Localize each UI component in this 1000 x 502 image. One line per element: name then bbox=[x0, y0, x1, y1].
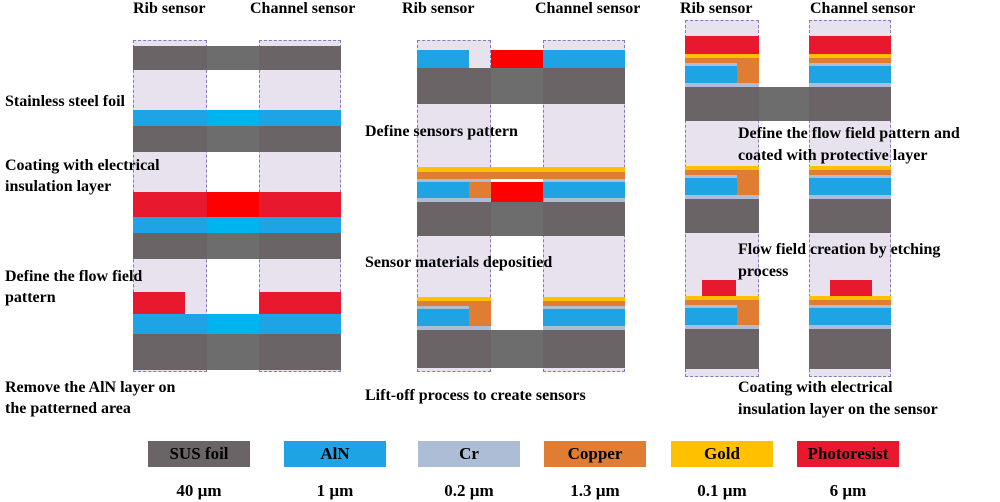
step-label-flow-field-2: pattern bbox=[5, 289, 56, 306]
step-label-sensor-insulation-1: Coating with electrical bbox=[738, 379, 893, 396]
step-label-aln-coating-1: Coating with electrical bbox=[5, 157, 160, 174]
step-label-remove-aln-2: the patterned area bbox=[5, 400, 131, 417]
legend-thickness-copper: 1.3 µm bbox=[570, 481, 620, 500]
rib-sensor-header-col3: Rib sensor bbox=[680, 0, 753, 17]
legend-label-sus: SUS foil bbox=[169, 444, 229, 463]
step-label-protective-2: coated with protective layer bbox=[738, 147, 928, 164]
rib-sensor-header-col2: Rib sensor bbox=[402, 0, 475, 17]
legend-thickness-photoresist: 6 µm bbox=[829, 481, 867, 500]
legend-label-photoresist: Photoresist bbox=[807, 444, 889, 463]
step-label-stainless-foil: Stainless steel foil bbox=[5, 93, 125, 110]
legend-swatch-cr: Cr bbox=[418, 441, 520, 467]
channel-sensor-header-col3: Channel sensor bbox=[810, 0, 916, 17]
step-label-deposited: Sensor materials depositied bbox=[365, 254, 553, 271]
step-label-protective-1: Define the flow field pattern and bbox=[738, 125, 960, 142]
legend-thickness-cr: 0.2 µm bbox=[444, 481, 494, 500]
step-label-aln-coating-2: insulation layer bbox=[5, 178, 112, 195]
legend-thickness-aln: 1 µm bbox=[316, 481, 354, 500]
legend-swatch-sus: SUS foil bbox=[148, 441, 250, 467]
step-label-flow-field-1: Define the flow field bbox=[5, 268, 143, 285]
step-label-sensor-insulation-2: insulation layer on the sensor bbox=[738, 401, 938, 418]
step-label-remove-aln-1: Remove the AlN layer on bbox=[5, 379, 176, 396]
step-label-sensor-pattern: Define sensors pattern bbox=[365, 123, 518, 140]
legend-label-copper: Copper bbox=[567, 444, 623, 463]
legend-label-cr: Cr bbox=[459, 444, 479, 463]
legend-swatch-photoresist: Photoresist bbox=[797, 441, 899, 467]
step-label-lift-off: Lift-off process to create sensors bbox=[365, 387, 586, 404]
legend-swatch-copper: Copper bbox=[544, 441, 646, 467]
legend-thickness-gold: 0.1 µm bbox=[697, 481, 747, 500]
legend-thickness-sus: 40 µm bbox=[176, 481, 222, 500]
legend-label-gold: Gold bbox=[704, 444, 740, 463]
legend-swatch-aln: AlN bbox=[284, 441, 386, 467]
rib-sensor-header-col1: Rib sensor bbox=[133, 0, 206, 17]
legend-label-aln: AlN bbox=[320, 444, 350, 463]
channel-sensor-header-col2: Channel sensor bbox=[535, 0, 641, 17]
step-label-etching-1: Flow field creation by etching bbox=[738, 241, 941, 258]
legend-swatch-gold: Gold bbox=[671, 441, 773, 467]
step-label-etching-2: process bbox=[738, 263, 789, 280]
channel-sensor-header-col1: Channel sensor bbox=[250, 0, 356, 17]
